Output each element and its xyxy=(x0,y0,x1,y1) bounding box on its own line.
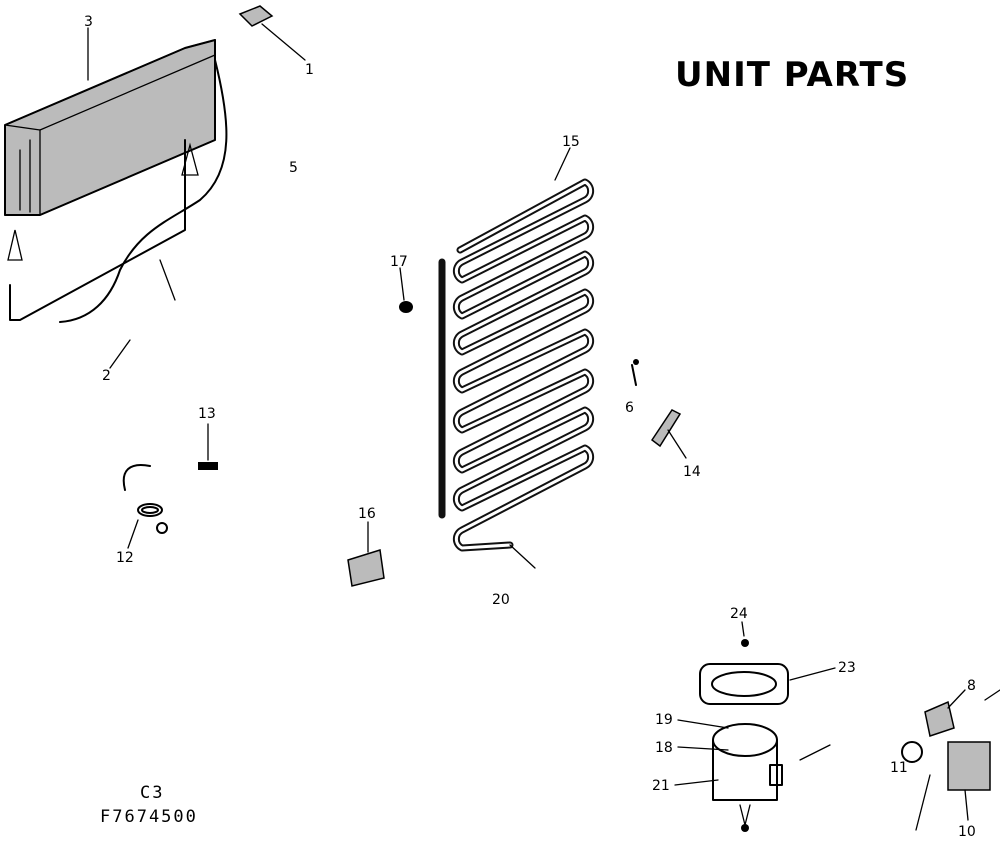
callout-21: 21 xyxy=(652,778,670,794)
callout-14: 14 xyxy=(683,464,701,480)
callout-16: 16 xyxy=(358,506,376,522)
callout-13: 13 xyxy=(198,406,216,422)
callout-5: 5 xyxy=(289,160,298,176)
mount-bracket-part xyxy=(347,521,385,587)
callout-24: 24 xyxy=(730,606,748,622)
evaporator-assembly xyxy=(4,39,228,323)
cord-part xyxy=(122,464,168,549)
callout-8: 8 xyxy=(967,678,976,694)
relay-cluster xyxy=(901,689,1000,831)
callout-11: 11 xyxy=(890,760,908,776)
sheet-label: C3 xyxy=(140,783,164,803)
callout-2: 2 xyxy=(102,368,111,384)
callout-10: 10 xyxy=(958,824,976,840)
callout-15: 15 xyxy=(562,134,580,150)
grommet-part xyxy=(399,267,413,313)
condenser-coil xyxy=(438,147,595,569)
fastener-part xyxy=(198,423,218,470)
callout-4: 1 xyxy=(305,62,314,78)
page-title: UNIT PARTS xyxy=(675,55,909,95)
screw-part xyxy=(631,359,639,386)
callout-12: 12 xyxy=(116,550,134,566)
compressor-cluster xyxy=(674,621,836,832)
bar-part xyxy=(650,409,687,459)
bracket-part xyxy=(238,5,306,61)
callout-20: 20 xyxy=(492,592,510,608)
callout-23: 23 xyxy=(838,660,856,676)
callout-6: 6 xyxy=(625,400,634,416)
callout-17: 17 xyxy=(390,254,408,270)
callout-18: 18 xyxy=(655,740,673,756)
callout-19: 19 xyxy=(655,712,673,728)
part-number: F7674500 xyxy=(100,807,198,827)
callout-3: 3 xyxy=(84,14,93,30)
